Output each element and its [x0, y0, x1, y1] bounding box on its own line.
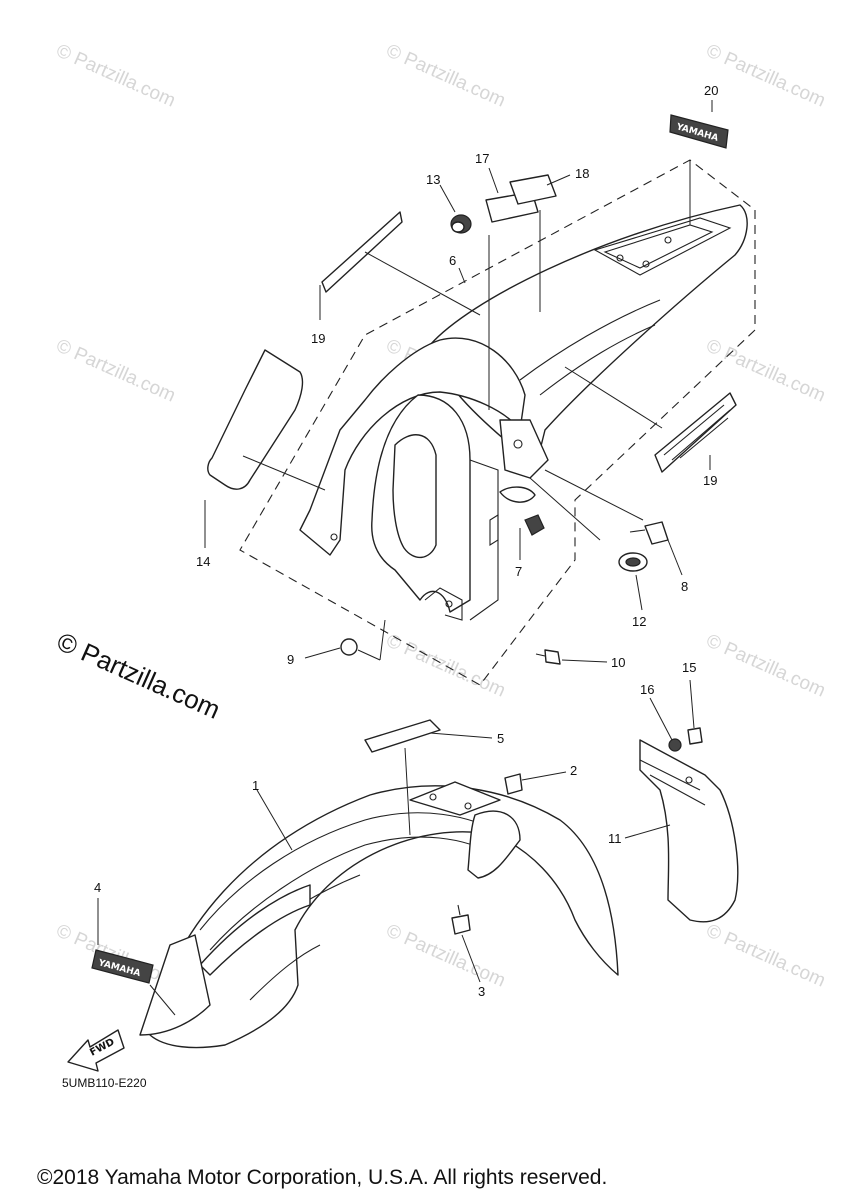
- fork-guard: [639, 727, 739, 923]
- watermark: © Partzilla.com: [53, 335, 179, 406]
- decal-19-left: [321, 211, 403, 293]
- callout-19: 19: [703, 473, 717, 488]
- rear-inner-fender: [299, 337, 549, 621]
- callout-18: 18: [575, 166, 589, 181]
- watermark-large: © Partzilla.com: [53, 626, 225, 725]
- callout-2: 2: [570, 763, 577, 778]
- callout-15: 15: [682, 660, 696, 675]
- callout-9: 9: [287, 652, 294, 667]
- callout-6: 6: [449, 253, 456, 268]
- bolt-8: [644, 521, 669, 545]
- emblem-4: YAMAHA: [91, 949, 154, 984]
- callout-10: 10: [611, 655, 625, 670]
- callout-17: 17: [475, 151, 489, 166]
- emblem-20: YAMAHA: [669, 114, 729, 149]
- callout-16: 16: [640, 682, 654, 697]
- nut-7: [524, 514, 545, 536]
- bolt-15: [687, 727, 703, 745]
- collar-9: [340, 638, 358, 656]
- decal-5: [364, 719, 441, 753]
- callout-12: 12: [632, 614, 646, 629]
- diagram-code: 5UMB110-E220: [62, 1076, 147, 1090]
- copyright-notice: ©2018 Yamaha Motor Corporation, U.S.A. A…: [37, 1166, 607, 1189]
- washer-16: [668, 738, 682, 752]
- watermark: © Partzilla.com: [53, 40, 179, 111]
- bolt-3: [451, 914, 471, 935]
- callout-1: 1: [252, 778, 259, 793]
- fwd-arrow: FWD: [67, 1029, 125, 1072]
- decal-19-right: [654, 392, 737, 473]
- watermark: © Partzilla.com: [703, 335, 829, 406]
- callout-4: 4: [94, 880, 101, 895]
- callout-3: 3: [478, 984, 485, 999]
- panel-14: [207, 349, 304, 490]
- watermark: © Partzilla.com: [703, 630, 829, 701]
- bolt-10: [544, 649, 561, 665]
- fasteners: YAMAHA: [207, 114, 737, 665]
- watermark: © Partzilla.com: [383, 40, 509, 111]
- callouts: 1 2 3 4 5 6 7 8 9 10 11 12 13 14 15 16 1…: [94, 83, 718, 999]
- pad-18: [509, 174, 557, 205]
- callout-11: 11: [608, 831, 622, 846]
- callout-19: 19: [311, 331, 325, 346]
- watermark: © Partzilla.com: [703, 40, 829, 111]
- callout-7: 7: [515, 564, 522, 579]
- callout-14: 14: [196, 554, 210, 569]
- callout-13: 13: [426, 172, 440, 187]
- assembly-outline: [239, 159, 756, 686]
- bolt-2: [504, 773, 523, 795]
- watermark: © Partzilla.com: [383, 920, 509, 991]
- callout-8: 8: [681, 579, 688, 594]
- callout-20: 20: [704, 83, 718, 98]
- watermark: © Partzilla.com: [703, 920, 829, 991]
- callout-5: 5: [497, 731, 504, 746]
- leader-lines: [97, 100, 713, 1016]
- front-fender: [139, 781, 619, 1049]
